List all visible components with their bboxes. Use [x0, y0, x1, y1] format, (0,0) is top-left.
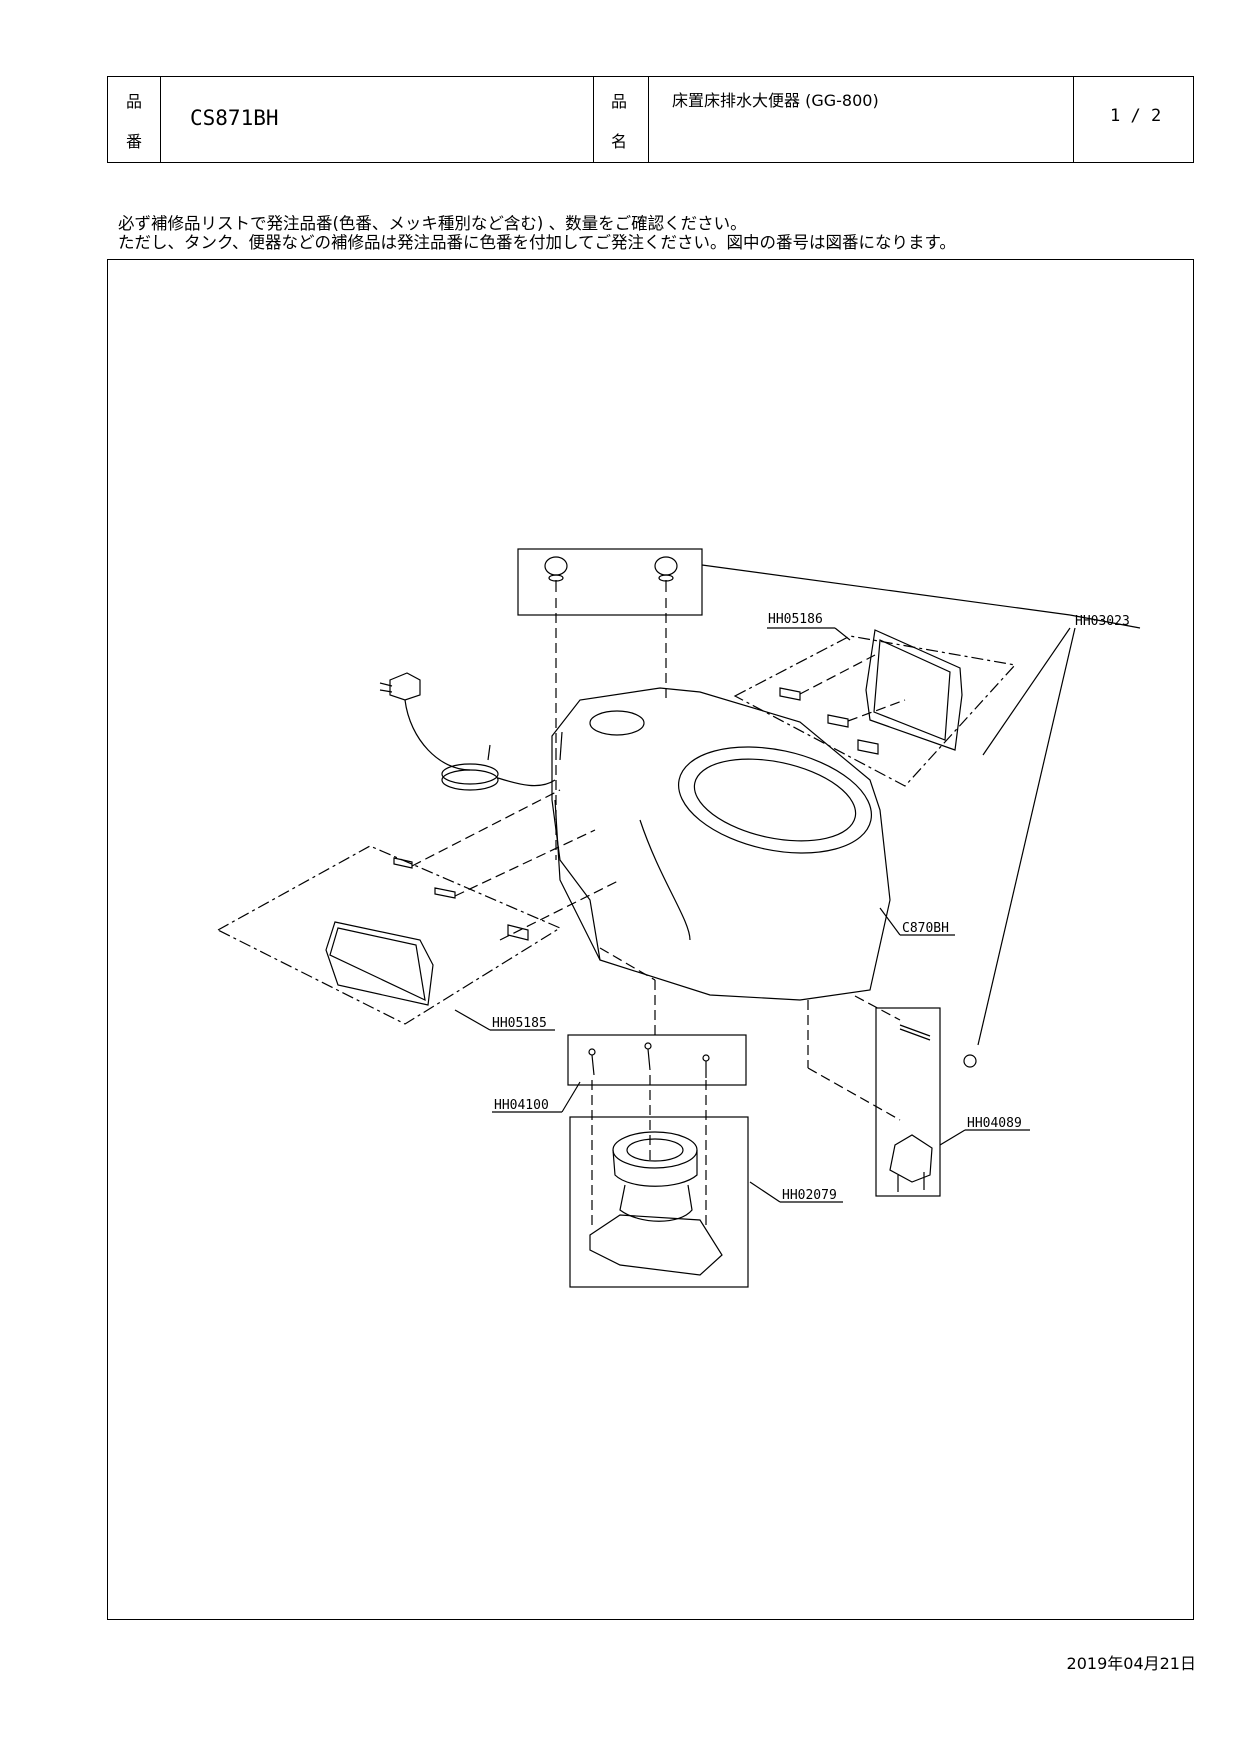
part-no-label-top: 品: [126, 92, 143, 111]
front-cover-group: [216, 845, 562, 1025]
part-number: CS871BH: [190, 106, 279, 130]
bolt-cap-box: [517, 548, 703, 616]
issue-date: 2019年04月21日: [1066, 1654, 1196, 1673]
divider: [648, 77, 649, 162]
divider: [593, 77, 594, 162]
part-label-hh03023: HH03023: [1075, 614, 1130, 629]
power-cord: [379, 672, 556, 791]
part-label-hh02079: HH02079: [782, 1188, 837, 1203]
leader-line: [834, 627, 851, 641]
leader-line: [982, 627, 1071, 756]
page-indicator: 1 / 2: [1110, 106, 1162, 126]
bolt-cap-icon: [654, 556, 678, 592]
part-label-hh05185: HH05185: [492, 1016, 547, 1031]
side-bracket: [889, 1134, 933, 1192]
name-label-bottom: 名: [611, 132, 628, 151]
leader-line: [749, 1181, 781, 1203]
screw-icon: [588, 1048, 596, 1076]
leader-line: [1069, 614, 1141, 629]
bolt-cap-icon: [544, 556, 568, 592]
note-line-2: ただし、タンク、便器などの補修品は発注品番に色番を付加してご発注ください。図中の…: [118, 233, 956, 252]
leader-line: [701, 564, 1071, 616]
back-cover-group: [733, 635, 1017, 787]
part-no-label-bottom: 番: [126, 132, 143, 151]
part-label-hh05186: HH05186: [768, 612, 823, 627]
name-label-top: 品: [611, 92, 628, 111]
part-label-hh04089: HH04089: [967, 1116, 1022, 1131]
clip-icon: [393, 857, 529, 941]
screw-icon: [702, 1054, 710, 1078]
part-label-hh04100: HH04100: [494, 1098, 549, 1113]
floor-screw-box: [567, 1034, 747, 1086]
divider: [160, 77, 161, 162]
leader-line: [454, 1009, 491, 1031]
back-cover-panel: [865, 629, 963, 751]
product-name: 床置床排水大便器 (GG-800): [672, 91, 879, 110]
clip-icon: [779, 687, 879, 755]
leader-line: [977, 627, 1076, 1046]
drawing-frame: [107, 259, 1194, 1620]
part-label-c870bh: C870BH: [902, 921, 949, 936]
floor-flange-box: [569, 1116, 749, 1288]
side-bolt: [899, 1024, 977, 1068]
screw-icon: [644, 1042, 652, 1071]
title-block: [107, 76, 1194, 163]
leader-line: [939, 1129, 966, 1146]
divider: [1073, 77, 1074, 162]
floor-flange: [589, 1131, 723, 1276]
leader-line: [561, 1081, 581, 1113]
front-cover-panel: [325, 921, 434, 1006]
toilet-bowl: [551, 687, 891, 1001]
side-fixing-box: [875, 1007, 941, 1197]
leader-line: [879, 907, 901, 936]
note-line-1: 必ず補修品リストで発注品番(色番、メッキ種別など含む) 、数量をご確認ください。: [118, 214, 747, 233]
